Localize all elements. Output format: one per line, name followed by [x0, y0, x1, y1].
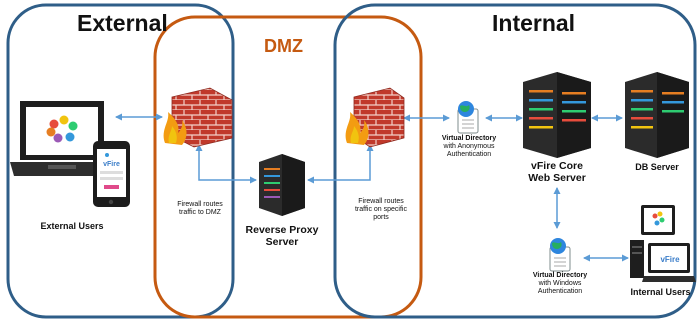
external-zone-title: External [77, 10, 168, 36]
db-server-label: DB Server [635, 162, 679, 172]
reverse-proxy-label-line-2: Server [265, 236, 299, 249]
firewall-dmz-note-line-1: Firewall routes [177, 201, 223, 208]
firewall-icon [345, 87, 405, 148]
phone-icon: vFire [93, 141, 130, 207]
desktop-computer-icon: vFire [630, 205, 696, 282]
internal-zone-title: Internal [492, 10, 576, 36]
firewall-dmz-note: Firewall routes traffic to DMZ [163, 201, 237, 217]
server-icon [625, 72, 689, 158]
connection-arrows [115, 113, 629, 262]
firewall-internal-note-line-2: traffic on specific [354, 206, 407, 214]
firewall-icon [163, 87, 233, 148]
vdir-anonymous-label: Virtual Directory with Anonymous Authent… [426, 135, 512, 159]
arrow-proxy-to-firewall2 [307, 144, 374, 184]
laptop-icon [10, 101, 114, 176]
firewall-dmz-note-line-2: traffic to DMZ [179, 209, 221, 217]
firewall-internal-note-line-1: Firewall routes [358, 198, 404, 205]
vfire-core-label: vFire Core Web Server [515, 160, 599, 184]
internal-users-label: Internal Users [630, 287, 691, 297]
phone-screen-text: vFire [103, 161, 120, 168]
vdir-windows-label: Virtual Directory with Windows Authentic… [517, 272, 603, 296]
vdir-anonymous-label-line-1: Virtual Directory [441, 135, 497, 142]
reverse-proxy-label: Reverse Proxy Server [242, 224, 322, 248]
server-icon [523, 72, 591, 158]
vfire-core-label-line-1: vFire Core [531, 160, 583, 172]
vdir-windows-label-line-3: Authentication [537, 288, 583, 296]
arrow-firewall1-to-proxy [195, 144, 257, 184]
globe-document-icon [457, 101, 479, 134]
dmz-zone-title: DMZ [264, 36, 303, 56]
dmz-zone [153, 15, 423, 319]
server-icon [259, 154, 305, 216]
vdir-anonymous-label-line-2: with Anonymous [443, 143, 495, 151]
globe-document-icon [549, 238, 571, 272]
vdir-windows-label-line-2: with Windows [538, 280, 582, 288]
vfire-core-label-line-2: Web Server [528, 172, 586, 185]
vdir-anonymous-label-line-3: Authentication [446, 151, 492, 159]
firewall-internal-note: Firewall routes traffic on specific port… [342, 198, 420, 222]
reverse-proxy-label-line-1: Reverse Proxy [245, 224, 319, 236]
external-users-label: External Users [40, 221, 104, 231]
firewall-internal-note-line-3: ports [373, 214, 389, 222]
desktop-screen-text: vFire [660, 255, 680, 264]
vdir-windows-label-line-1: Virtual Directory [532, 272, 588, 279]
